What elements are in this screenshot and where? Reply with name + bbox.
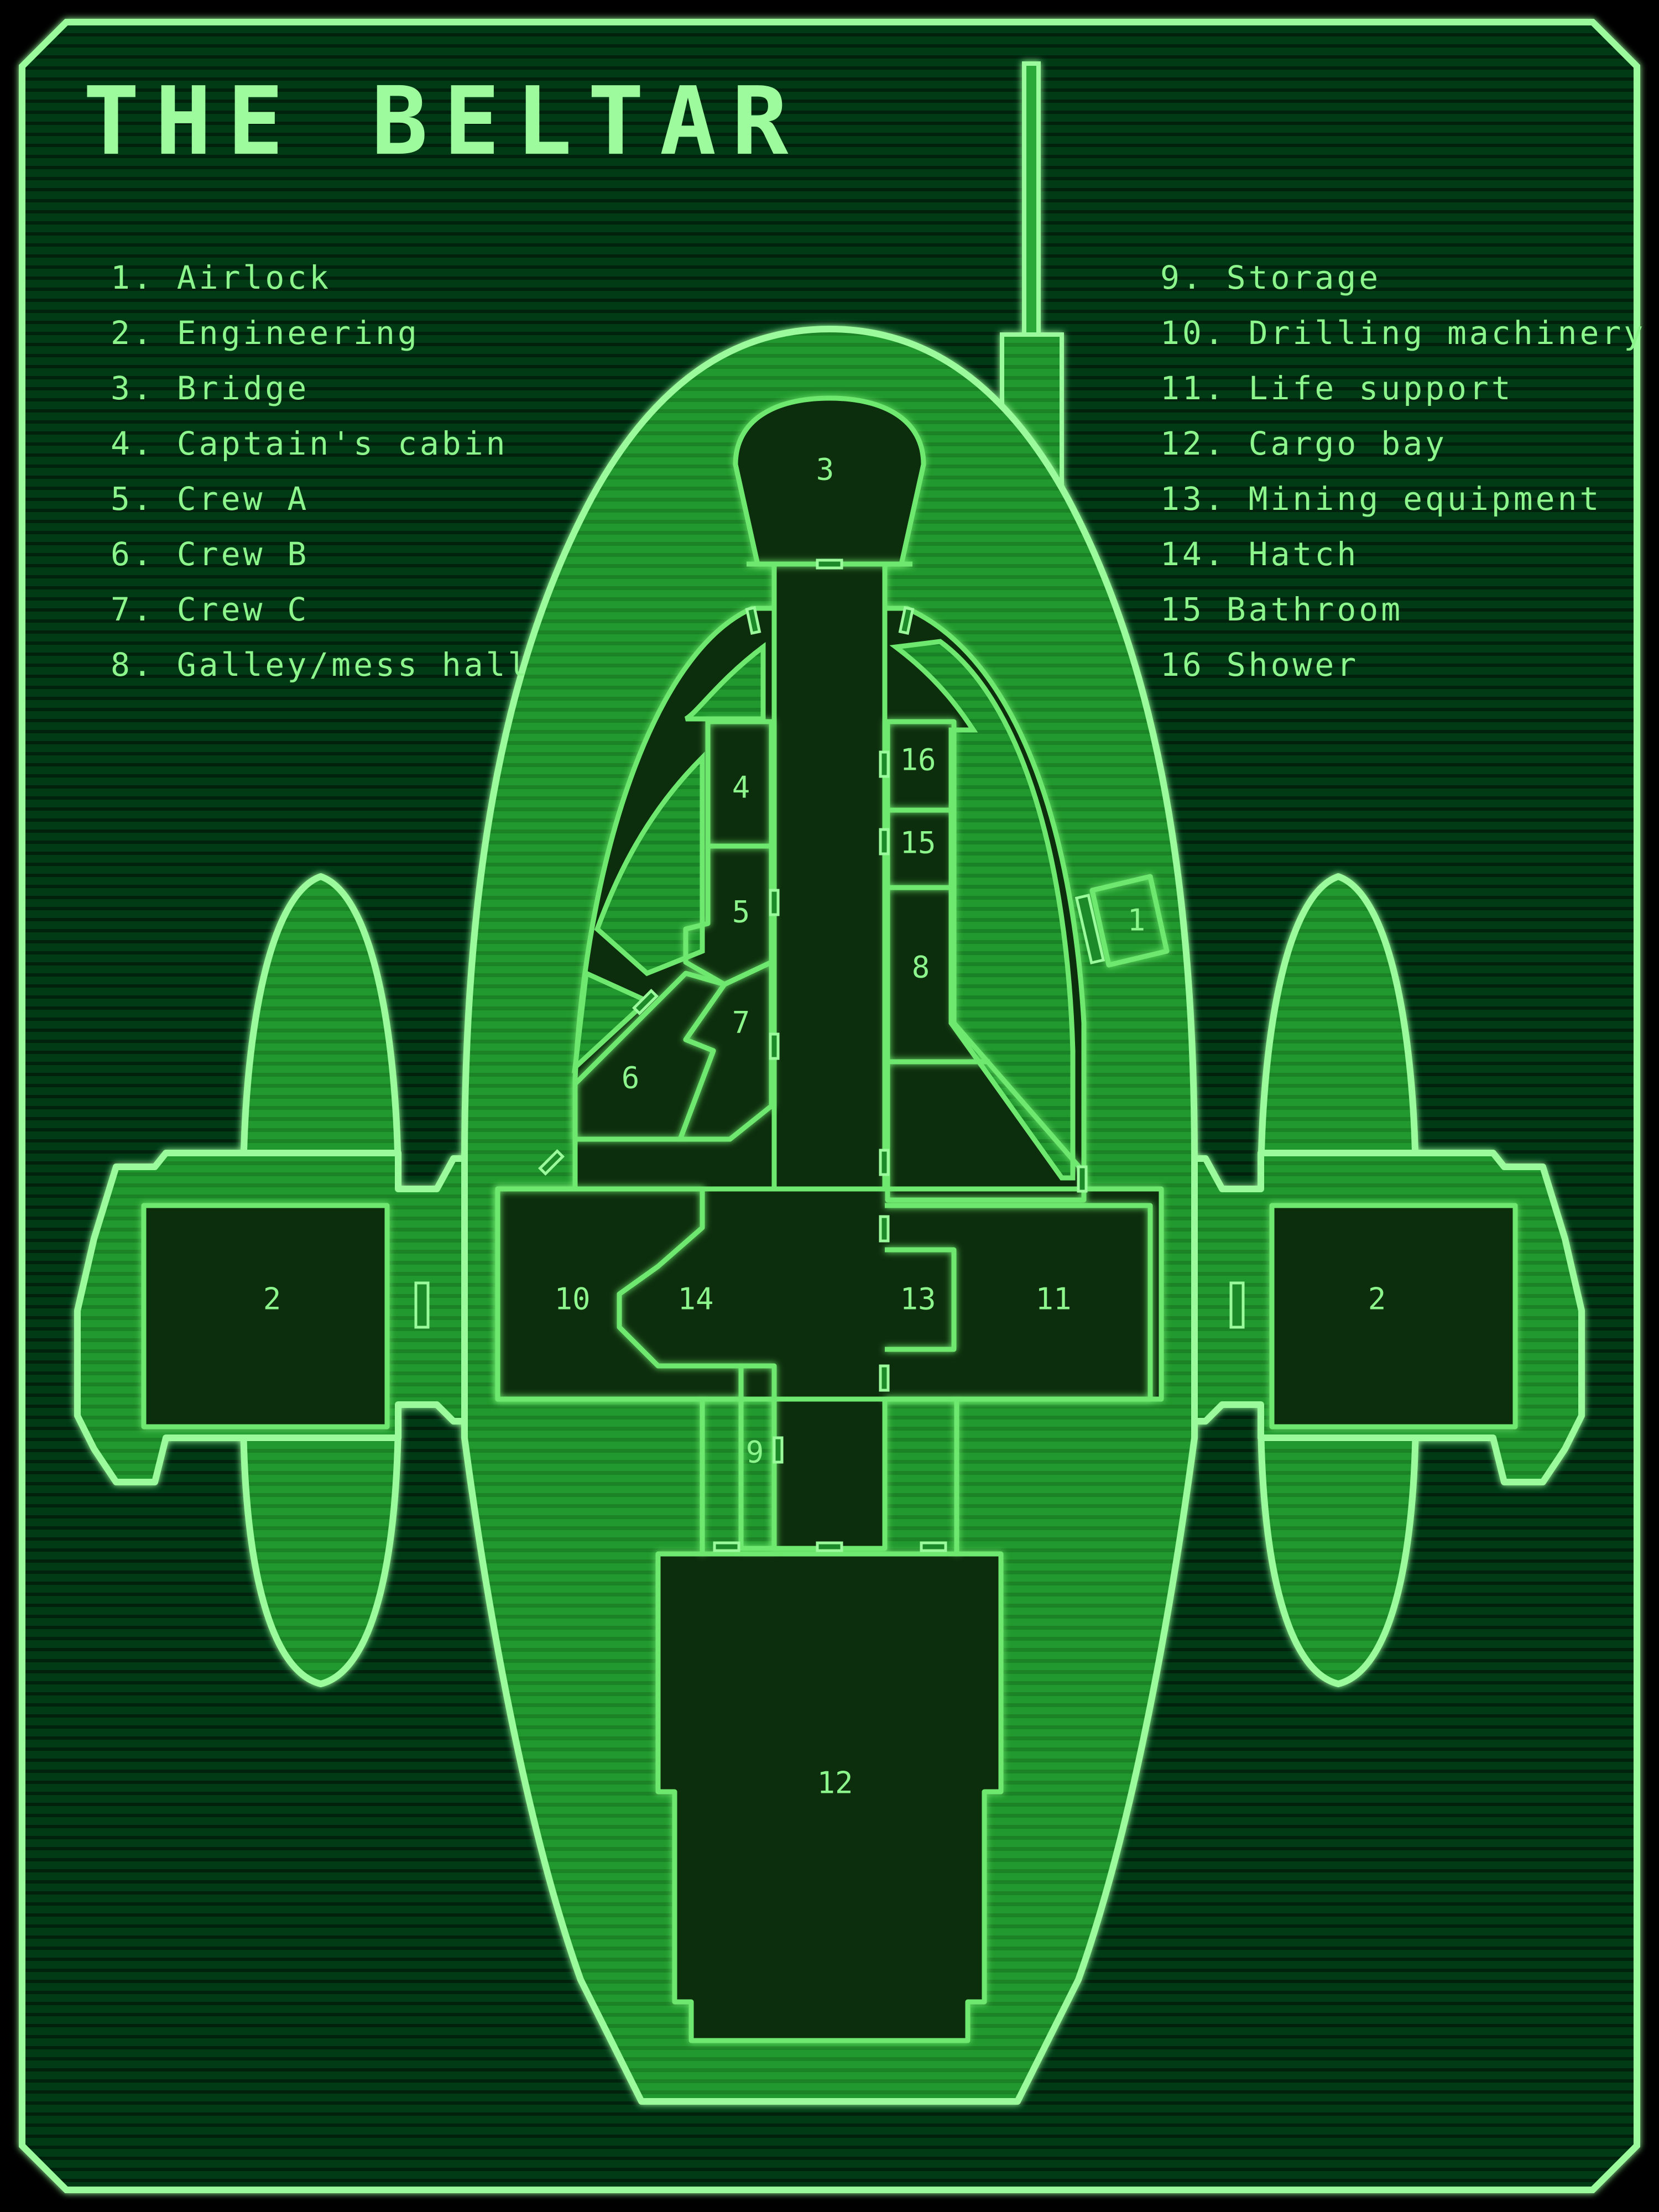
legend-item: 10. Drilling machinery xyxy=(1160,314,1646,352)
room-engineering-right xyxy=(1269,1203,1518,1430)
legend-item: 4. Captain's cabin xyxy=(111,425,508,462)
legend-item: 8. Galley/mess hall xyxy=(111,646,530,684)
label-galley: 8 xyxy=(912,950,930,985)
hull-pockets xyxy=(572,639,1076,1181)
label-crew-b: 6 xyxy=(622,1061,640,1095)
doors xyxy=(414,559,1245,1552)
door xyxy=(769,889,780,916)
label-airlock: 1 xyxy=(1128,903,1146,938)
legend-item: 11. Life support xyxy=(1160,369,1514,407)
door xyxy=(632,988,659,1016)
label-engineering-left: 2 xyxy=(263,1282,281,1317)
door xyxy=(920,1541,947,1552)
door xyxy=(414,1281,430,1329)
legend-item: 15 Bathroom xyxy=(1160,591,1404,628)
legend-left: 1. Airlock 2. Engineering 3. Bridge 4. C… xyxy=(111,250,530,692)
legend-item: 3. Bridge xyxy=(111,369,310,407)
pocket-right xyxy=(889,639,1076,1181)
legend-item: 14. Hatch xyxy=(1160,535,1359,573)
room-cargo-bay xyxy=(655,1551,1004,2043)
legend-item: 2. Engineering xyxy=(111,314,420,352)
label-hatch: 14 xyxy=(677,1282,713,1317)
door xyxy=(1229,1281,1245,1329)
room-labels: 1 2 2 3 4 5 6 7 8 9 10 11 12 13 14 15 16 xyxy=(263,452,1386,1801)
label-drilling: 10 xyxy=(554,1282,590,1317)
cargo-spine xyxy=(700,1399,959,1554)
label-cargo-bay: 12 xyxy=(817,1766,853,1801)
room-storage xyxy=(738,1363,777,1551)
room-crew-b xyxy=(572,971,727,1142)
door xyxy=(898,606,915,635)
door xyxy=(538,1149,565,1176)
door xyxy=(769,1032,780,1060)
legend-item: 5. Crew A xyxy=(111,480,310,518)
legend-item: 13. Mining equipment xyxy=(1160,480,1602,518)
legend-item: 9. Storage xyxy=(1160,259,1381,296)
door xyxy=(879,750,890,778)
label-shower: 16 xyxy=(900,743,936,778)
room-hatch xyxy=(617,1264,774,1369)
label-storage: 9 xyxy=(746,1435,764,1470)
legend-right: 9. Storage 10. Drilling machinery 11. Li… xyxy=(1160,250,1646,692)
room-life-support xyxy=(885,1203,1153,1402)
room-walls xyxy=(495,561,1170,1554)
room-mining xyxy=(885,1247,957,1352)
label-mining: 13 xyxy=(900,1282,936,1317)
label-crew-c: 7 xyxy=(732,1005,750,1040)
door xyxy=(816,1541,843,1552)
room-crew-a xyxy=(683,843,774,987)
room-airlock xyxy=(1089,874,1170,968)
door xyxy=(879,1364,890,1392)
door xyxy=(1074,894,1105,964)
legend-item: 16 Shower xyxy=(1160,646,1359,684)
door xyxy=(713,1541,740,1552)
door xyxy=(816,559,843,570)
pocket-left-tri xyxy=(572,969,652,1074)
legend-item: 12. Cargo bay xyxy=(1160,425,1447,462)
page-title: The Beltar xyxy=(83,67,804,176)
label-bridge: 3 xyxy=(816,452,834,487)
label-crew-a: 5 xyxy=(732,895,750,930)
door xyxy=(1077,1165,1088,1193)
door xyxy=(773,1436,784,1464)
pocket-left-lower xyxy=(594,752,705,977)
label-bathroom: 15 xyxy=(900,826,936,860)
legend-item: 6. Crew B xyxy=(111,535,310,573)
door xyxy=(745,606,761,635)
label-captains-cabin: 4 xyxy=(732,770,750,805)
legend-item: 1. Airlock xyxy=(111,259,332,296)
door xyxy=(879,1149,890,1176)
door xyxy=(879,1215,890,1243)
label-engineering-right: 2 xyxy=(1368,1282,1386,1317)
pocket-left xyxy=(684,641,766,722)
legend-item: 7. Crew C xyxy=(111,591,310,628)
label-life-support: 11 xyxy=(1035,1282,1071,1317)
door xyxy=(879,828,890,855)
room-bridge xyxy=(733,395,926,567)
room-engineering-left xyxy=(141,1203,390,1430)
